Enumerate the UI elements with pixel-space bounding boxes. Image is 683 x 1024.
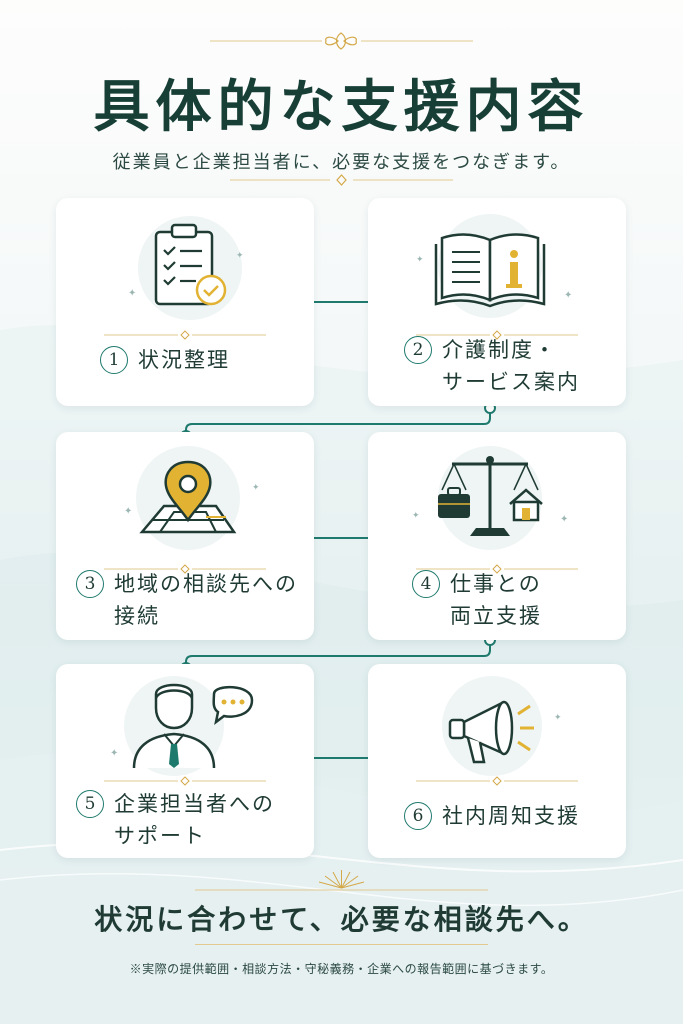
svg-text:✦: ✦ [560, 514, 568, 525]
card-label: 3 地域の相談先への 接続 [76, 568, 298, 632]
card-text-line: サポート [114, 824, 206, 848]
card-divider [416, 776, 578, 786]
step-number: 1 [100, 346, 128, 374]
card-label: 4 仕事との 両立支援 [412, 568, 542, 632]
card-text-line: 企業担当者への [114, 792, 275, 816]
clipboard-check-icon: ✦ ✦ [128, 216, 244, 320]
svg-text:✦: ✦ [412, 511, 420, 521]
page-subtitle: 従業員と企業担当者に、必要な支援をつなぎます。 [112, 152, 571, 173]
svg-text:✦: ✦ [416, 255, 424, 265]
tagline: 状況に合わせて、必要な相談先へ。 [94, 903, 589, 936]
svg-text:✦: ✦ [252, 483, 260, 493]
step-number: 2 [404, 336, 432, 364]
subtitle-ornament [230, 174, 453, 186]
card-label: 1 状況整理 [100, 344, 230, 376]
step-number: 4 [412, 570, 440, 598]
svg-text:✦: ✦ [564, 290, 572, 301]
support-card-4: ✦ ✦ 4 仕事との 両立支援 [368, 432, 626, 640]
card-text-line: 介護制度・ [442, 338, 557, 362]
footnote: ※実際の提供範囲・相談方法・守秘義務・企業への報告範囲に基づきます。 [129, 962, 554, 976]
support-card-1: ✦ ✦ 1 状況整理 [56, 198, 314, 406]
card-text-line: 両立支援 [450, 604, 542, 628]
businessman-chat-icon: ✦ [110, 676, 254, 776]
balance-scale-icon: ✦ ✦ [412, 446, 568, 550]
support-card-6: ✦ 6 社内周知支援 [368, 664, 626, 858]
card-label: 6 社内周知支援 [404, 800, 580, 832]
info-book-icon: ✦ ✦ [416, 214, 572, 318]
megaphone-icon: ✦ [442, 676, 562, 776]
card-text-line: サービス案内 [442, 370, 580, 394]
top-ornament [210, 32, 473, 50]
map-pin-icon: ✦ ✦ [124, 446, 260, 550]
card-divider [416, 564, 578, 574]
card-text-line: 社内周知支援 [442, 804, 580, 828]
step-number: 6 [404, 802, 432, 830]
svg-text:✦: ✦ [124, 506, 132, 517]
support-card-5: ✦ 5 企業担当者への サポート [56, 664, 314, 858]
page-title: 具体的な支援内容 [93, 74, 590, 140]
support-card-3: ✦ ✦ 3 地域の相談先への 接続 [56, 432, 314, 640]
svg-text:✦: ✦ [236, 251, 244, 261]
support-card-2: ✦ ✦ 2 介護制度・ サービス案内 [368, 198, 626, 406]
card-divider [104, 330, 266, 340]
card-label: 5 企業担当者への サポート [76, 788, 275, 852]
sunburst-ornament [195, 870, 488, 891]
tagline-underline [195, 944, 488, 945]
svg-text:✦: ✦ [554, 713, 562, 723]
svg-text:✦: ✦ [110, 748, 118, 759]
card-divider [104, 776, 266, 786]
card-label: 2 介護制度・ サービス案内 [404, 334, 580, 398]
card-divider [104, 564, 266, 574]
card-text-line: 状況整理 [138, 348, 230, 372]
step-number: 5 [76, 790, 104, 818]
svg-text:✦: ✦ [128, 288, 136, 299]
card-text-line: 接続 [114, 604, 160, 628]
step-number: 3 [76, 570, 104, 598]
card-divider [416, 330, 578, 340]
card-text-line: 地域の相談先への [114, 572, 298, 596]
card-text-line: 仕事との [450, 572, 542, 596]
